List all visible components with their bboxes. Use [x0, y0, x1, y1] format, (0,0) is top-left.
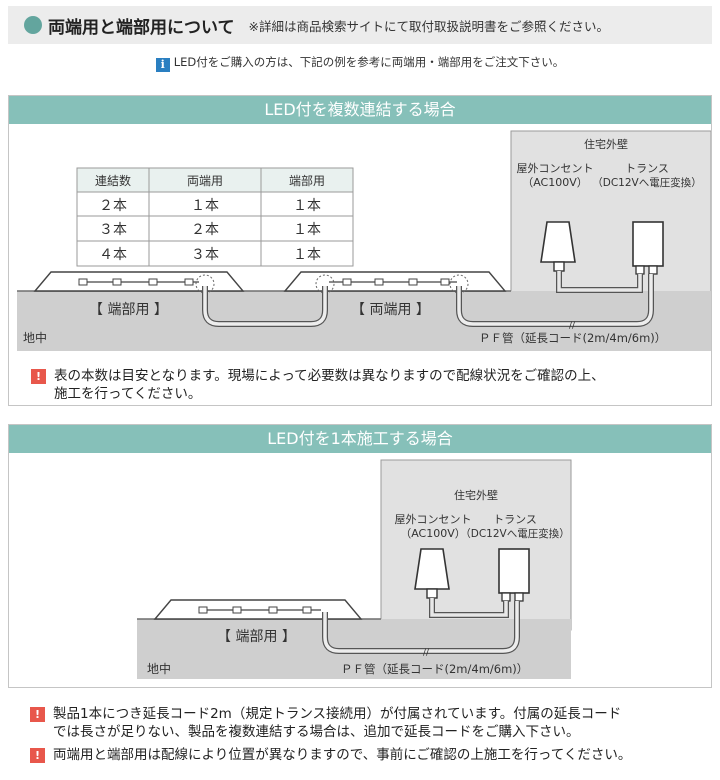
section-header: 両端用と端部用について ※詳細は商品検索サイトにて取付取扱説明書をご参照ください…: [8, 6, 712, 44]
single-diagram: 住宅外壁 屋外コンセント （AC100V） トランス （DC12Vへ電圧変換） …: [137, 459, 572, 679]
house-wall: [380, 459, 572, 631]
table-cell: １本: [293, 222, 321, 238]
table-cell: ４本: [99, 247, 127, 263]
table-cell: １本: [293, 247, 321, 263]
both-unit-label: 【 両端用 】: [351, 302, 430, 318]
table-header: 端部用: [289, 173, 325, 188]
info-text: LED付をご購入の方は、下記の例を参考に両端用・端部用をご注文下さい。: [173, 55, 565, 69]
section-single-title: LED付を1本施工する場合: [9, 425, 711, 453]
section-multiple: LED付を複数連結する場合 連結数 両端用 端部用 ２本 １本 １本 ３本 ２本…: [8, 95, 712, 406]
table-cell: ２本: [99, 198, 127, 214]
outlet-icon: [414, 548, 450, 599]
break-mark: //: [569, 321, 576, 331]
table-cell: １本: [293, 198, 321, 214]
pf-pipe-label: ＰＦ管（延長コード(2m/4m/6m)）: [479, 331, 666, 345]
info-icon: i: [155, 58, 170, 72]
underground-label: 地中: [147, 661, 171, 676]
table-cell: ２本: [191, 222, 219, 238]
wall-label: 住宅外壁: [584, 137, 628, 151]
outlet-voltage-label: （AC100V）: [522, 176, 588, 189]
table-header: 連結数: [95, 173, 131, 188]
section-single: LED付を1本施工する場合 住宅外壁 屋外コンセント （AC100V） トランス…: [8, 424, 712, 688]
exclamation-icon: !: [30, 748, 45, 763]
wall-label: 住宅外壁: [454, 488, 498, 502]
transformer-voltage-label: （DC12Vへ電圧変換）: [460, 527, 569, 540]
led-strip: [198, 606, 321, 614]
connector-highlight: [195, 274, 215, 294]
warning-text: 製品1本につき延長コード2m（規定トランス接続用）が付属されています。付属の延長…: [53, 706, 622, 740]
underground-label: 地中: [23, 330, 47, 345]
outlet-icon: [540, 221, 576, 272]
page-title: 両端用と端部用について: [48, 17, 235, 38]
table-cell: １本: [191, 198, 219, 214]
circle-bullet-icon: [24, 16, 42, 34]
connector-highlight: [449, 274, 469, 294]
exclamation-icon: !: [31, 369, 46, 384]
pf-pipe-label: ＰＦ管（延長コード(2m/4m/6m)）: [341, 662, 528, 676]
table-warning: ! 表の本数は目安となります。現場によって必要数は異なりますので配線状況をご確認…: [31, 367, 701, 403]
transformer-label: トランス: [493, 513, 537, 526]
warning-text: 表の本数は目安となります。現場によって必要数は異なりますので配線状況をご確認の上…: [54, 368, 605, 402]
transformer-voltage-label: （DC12Vへ電圧変換）: [592, 176, 701, 189]
break-mark: //: [423, 648, 430, 658]
multiple-diagram: 連結数 両端用 端部用 ２本 １本 １本 ３本 ２本 １本 ４本 ３本 １本 住…: [17, 130, 711, 351]
transformer-label: トランス: [625, 162, 669, 175]
table-header: 両端用: [187, 174, 223, 188]
led-strip: [329, 278, 457, 286]
end-unit-label: 【 端部用 】: [217, 629, 296, 645]
warning-text: 両端用と端部用は配線により位置が異なりますので、事前にご確認の上施工を行ってくだ…: [53, 747, 632, 763]
position-warning: ! 両端用と端部用は配線により位置が異なりますので、事前にご確認の上施工を行って…: [30, 746, 710, 764]
outlet-label: 屋外コンセント: [517, 162, 594, 175]
connector-highlight: [315, 274, 335, 294]
header-note: ※詳細は商品検索サイトにて取付取扱説明書をご参照ください。: [248, 18, 609, 34]
table-cell: ３本: [191, 247, 219, 263]
table-cell: ３本: [99, 222, 127, 238]
led-strip: [78, 278, 199, 286]
outlet-voltage-label: （AC100V）: [400, 527, 466, 540]
transformer-icon: [632, 221, 664, 275]
cord-warning: ! 製品1本につき延長コード2m（規定トランス接続用）が付属されています。付属の…: [30, 705, 710, 741]
transformer-icon: [498, 548, 530, 602]
end-unit-label: 【 端部用 】: [89, 302, 168, 318]
section-multiple-title: LED付を複数連結する場合: [9, 96, 711, 124]
exclamation-icon: !: [30, 707, 45, 722]
count-table: 連結数 両端用 端部用 ２本 １本 １本 ３本 ２本 １本 ４本 ３本 １本: [76, 167, 354, 267]
outlet-label: 屋外コンセント: [395, 513, 472, 526]
